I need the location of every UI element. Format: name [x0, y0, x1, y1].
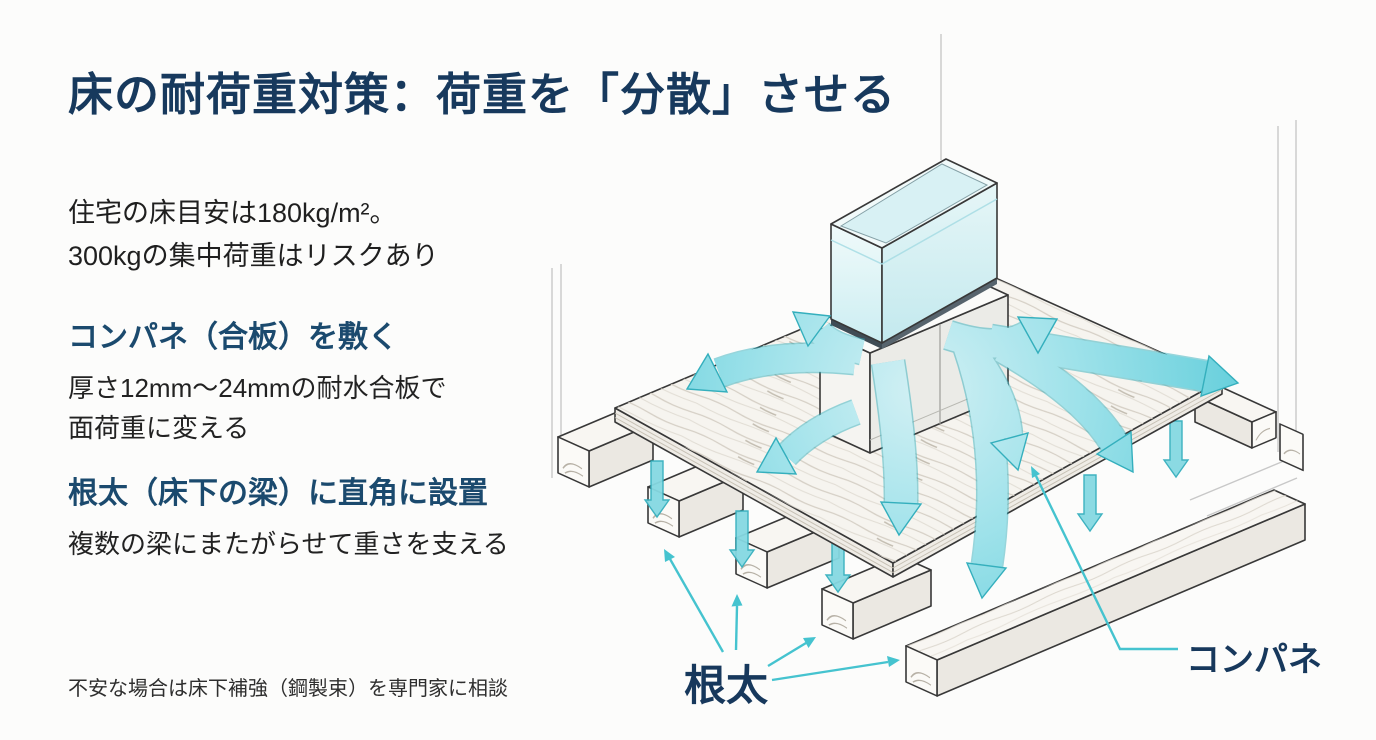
intro-line-1: 住宅の床目安は180kg/m²。: [68, 198, 397, 228]
room-wall-lines: [551, 34, 1298, 517]
footnote: 不安な場合は床下補強（鋼製束）を専門家に相談: [68, 678, 508, 700]
section-plywood-body: 厚さ12mm〜24mmの耐水合板で 面荷重に変える: [68, 373, 447, 444]
intro-text: 住宅の床目安は180kg/m²。 300kgの集中荷重はリスクあり: [68, 192, 439, 277]
intro-line-2: 300kgの集中荷重はリスクあり: [68, 240, 439, 271]
section-plywood: コンパネ（合板）を敷く 厚さ12mm〜24mmの耐水合板で 面荷重に変える: [68, 312, 446, 449]
joist-label: 根太: [684, 662, 768, 709]
section-joist: 根太（床下の梁）に直角に設置 複数の梁にまたがらせて重さを支える: [68, 468, 509, 564]
section-plywood-heading: コンパネ（合板）を敷く: [68, 321, 398, 354]
joist-beams: [557, 385, 1306, 697]
section-joist-heading: 根太（床下の梁）に直角に設置: [68, 477, 488, 510]
label-leader-arrows: [664, 466, 1178, 682]
section-joist-body: 複数の梁にまたがらせて重さを支える: [68, 529, 509, 559]
page-title: 床の耐荷重対策：荷重を「分散」させる: [68, 69, 897, 120]
aquarium-tank: [830, 158, 998, 349]
load-distribution-arrows: [685, 311, 1240, 600]
plywood-label: コンパネ: [1186, 641, 1322, 679]
